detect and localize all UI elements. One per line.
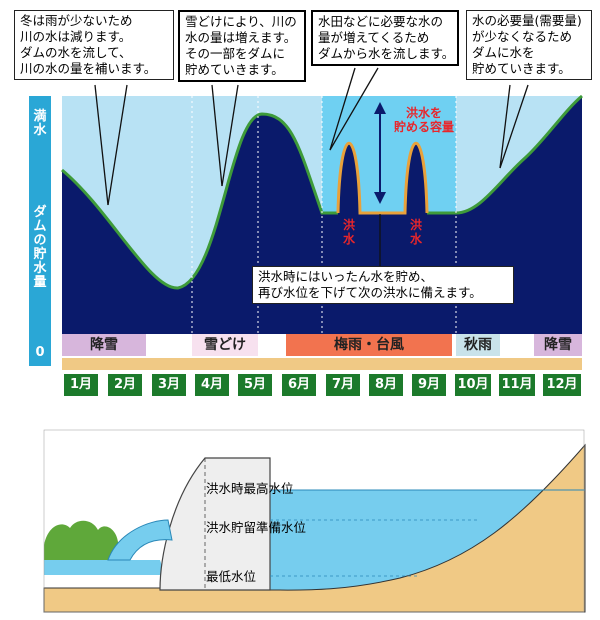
month-label: 7月 <box>326 374 360 396</box>
flood-peak-label: 洪水 <box>409 218 422 246</box>
month-label: 3月 <box>152 374 186 396</box>
month-label: 8月 <box>369 374 403 396</box>
season-snowmelt: 雪どけ <box>192 334 258 356</box>
month-label: 4月 <box>195 374 229 396</box>
level-flood-standby: 洪水貯留準備水位 <box>206 520 307 535</box>
month-label: 9月 <box>412 374 446 396</box>
axis-zero-label: 0 <box>35 345 45 360</box>
note-autumn: 水の必要量(需要量)が少なくなるため ダムに水を貯めていきます。 <box>466 10 592 80</box>
storage-outline <box>61 94 583 290</box>
dam-body <box>159 457 271 591</box>
downstream-river <box>44 560 165 575</box>
axis-full-label: 満水 <box>33 109 47 138</box>
flood-capacity-label: 洪水を貯める容量 <box>393 106 454 134</box>
month-label: 11月 <box>499 374 535 396</box>
trees <box>44 520 118 560</box>
note-paddy: 水田などに必要な水の量が増えてくるため ダムから水を流します。 <box>311 10 459 66</box>
season-snowfall-late: 降雪 <box>534 334 582 356</box>
season-snowfall: 降雪 <box>62 334 146 356</box>
month-label: 6月 <box>282 374 316 396</box>
level-minimum: 最低水位 <box>206 569 257 584</box>
month-label: 5月 <box>238 374 272 396</box>
season-rainy-typhoon: 梅雨・台風 <box>286 334 452 356</box>
month-axis: 1月 2月 3月 4月 5月 6月 7月 8月 9月 10月 11月 12月 <box>62 374 582 396</box>
flood-peak-outline <box>336 142 429 215</box>
dam-section <box>43 429 586 613</box>
note-winter: 冬は雨が少ないため川の水は減ります。 ダムの水を流して、川の水の量を補います。 <box>14 10 174 80</box>
month-label: 1月 <box>64 374 98 396</box>
month-label: 12月 <box>543 374 581 396</box>
leader-lines <box>94 67 529 268</box>
chart-base-strip <box>62 358 582 370</box>
level-flood-max: 洪水時最高水位 <box>206 481 294 496</box>
storage-axis: 満水 ダムの 貯水量 0 <box>29 96 51 366</box>
note-flood: 洪水時にはいったん水を貯め、再び水位を下げて次の洪水に備えます。 <box>252 266 514 304</box>
axis-title: ダムの 貯水量 <box>33 205 47 290</box>
reservoir-ground <box>43 443 586 613</box>
discharge-jet <box>107 519 173 561</box>
month-label: 2月 <box>108 374 142 396</box>
note-snowmelt: 雪どけにより、川の水の量は増えます。 その一部をダムに貯めていきます。 <box>178 10 306 82</box>
reservoir-water <box>270 490 585 591</box>
flood-capacity-arrow <box>374 102 386 204</box>
month-label: 10月 <box>455 374 491 396</box>
flood-peak-label: 洪水 <box>342 218 355 246</box>
season-autumn-rain: 秋雨 <box>456 334 500 356</box>
